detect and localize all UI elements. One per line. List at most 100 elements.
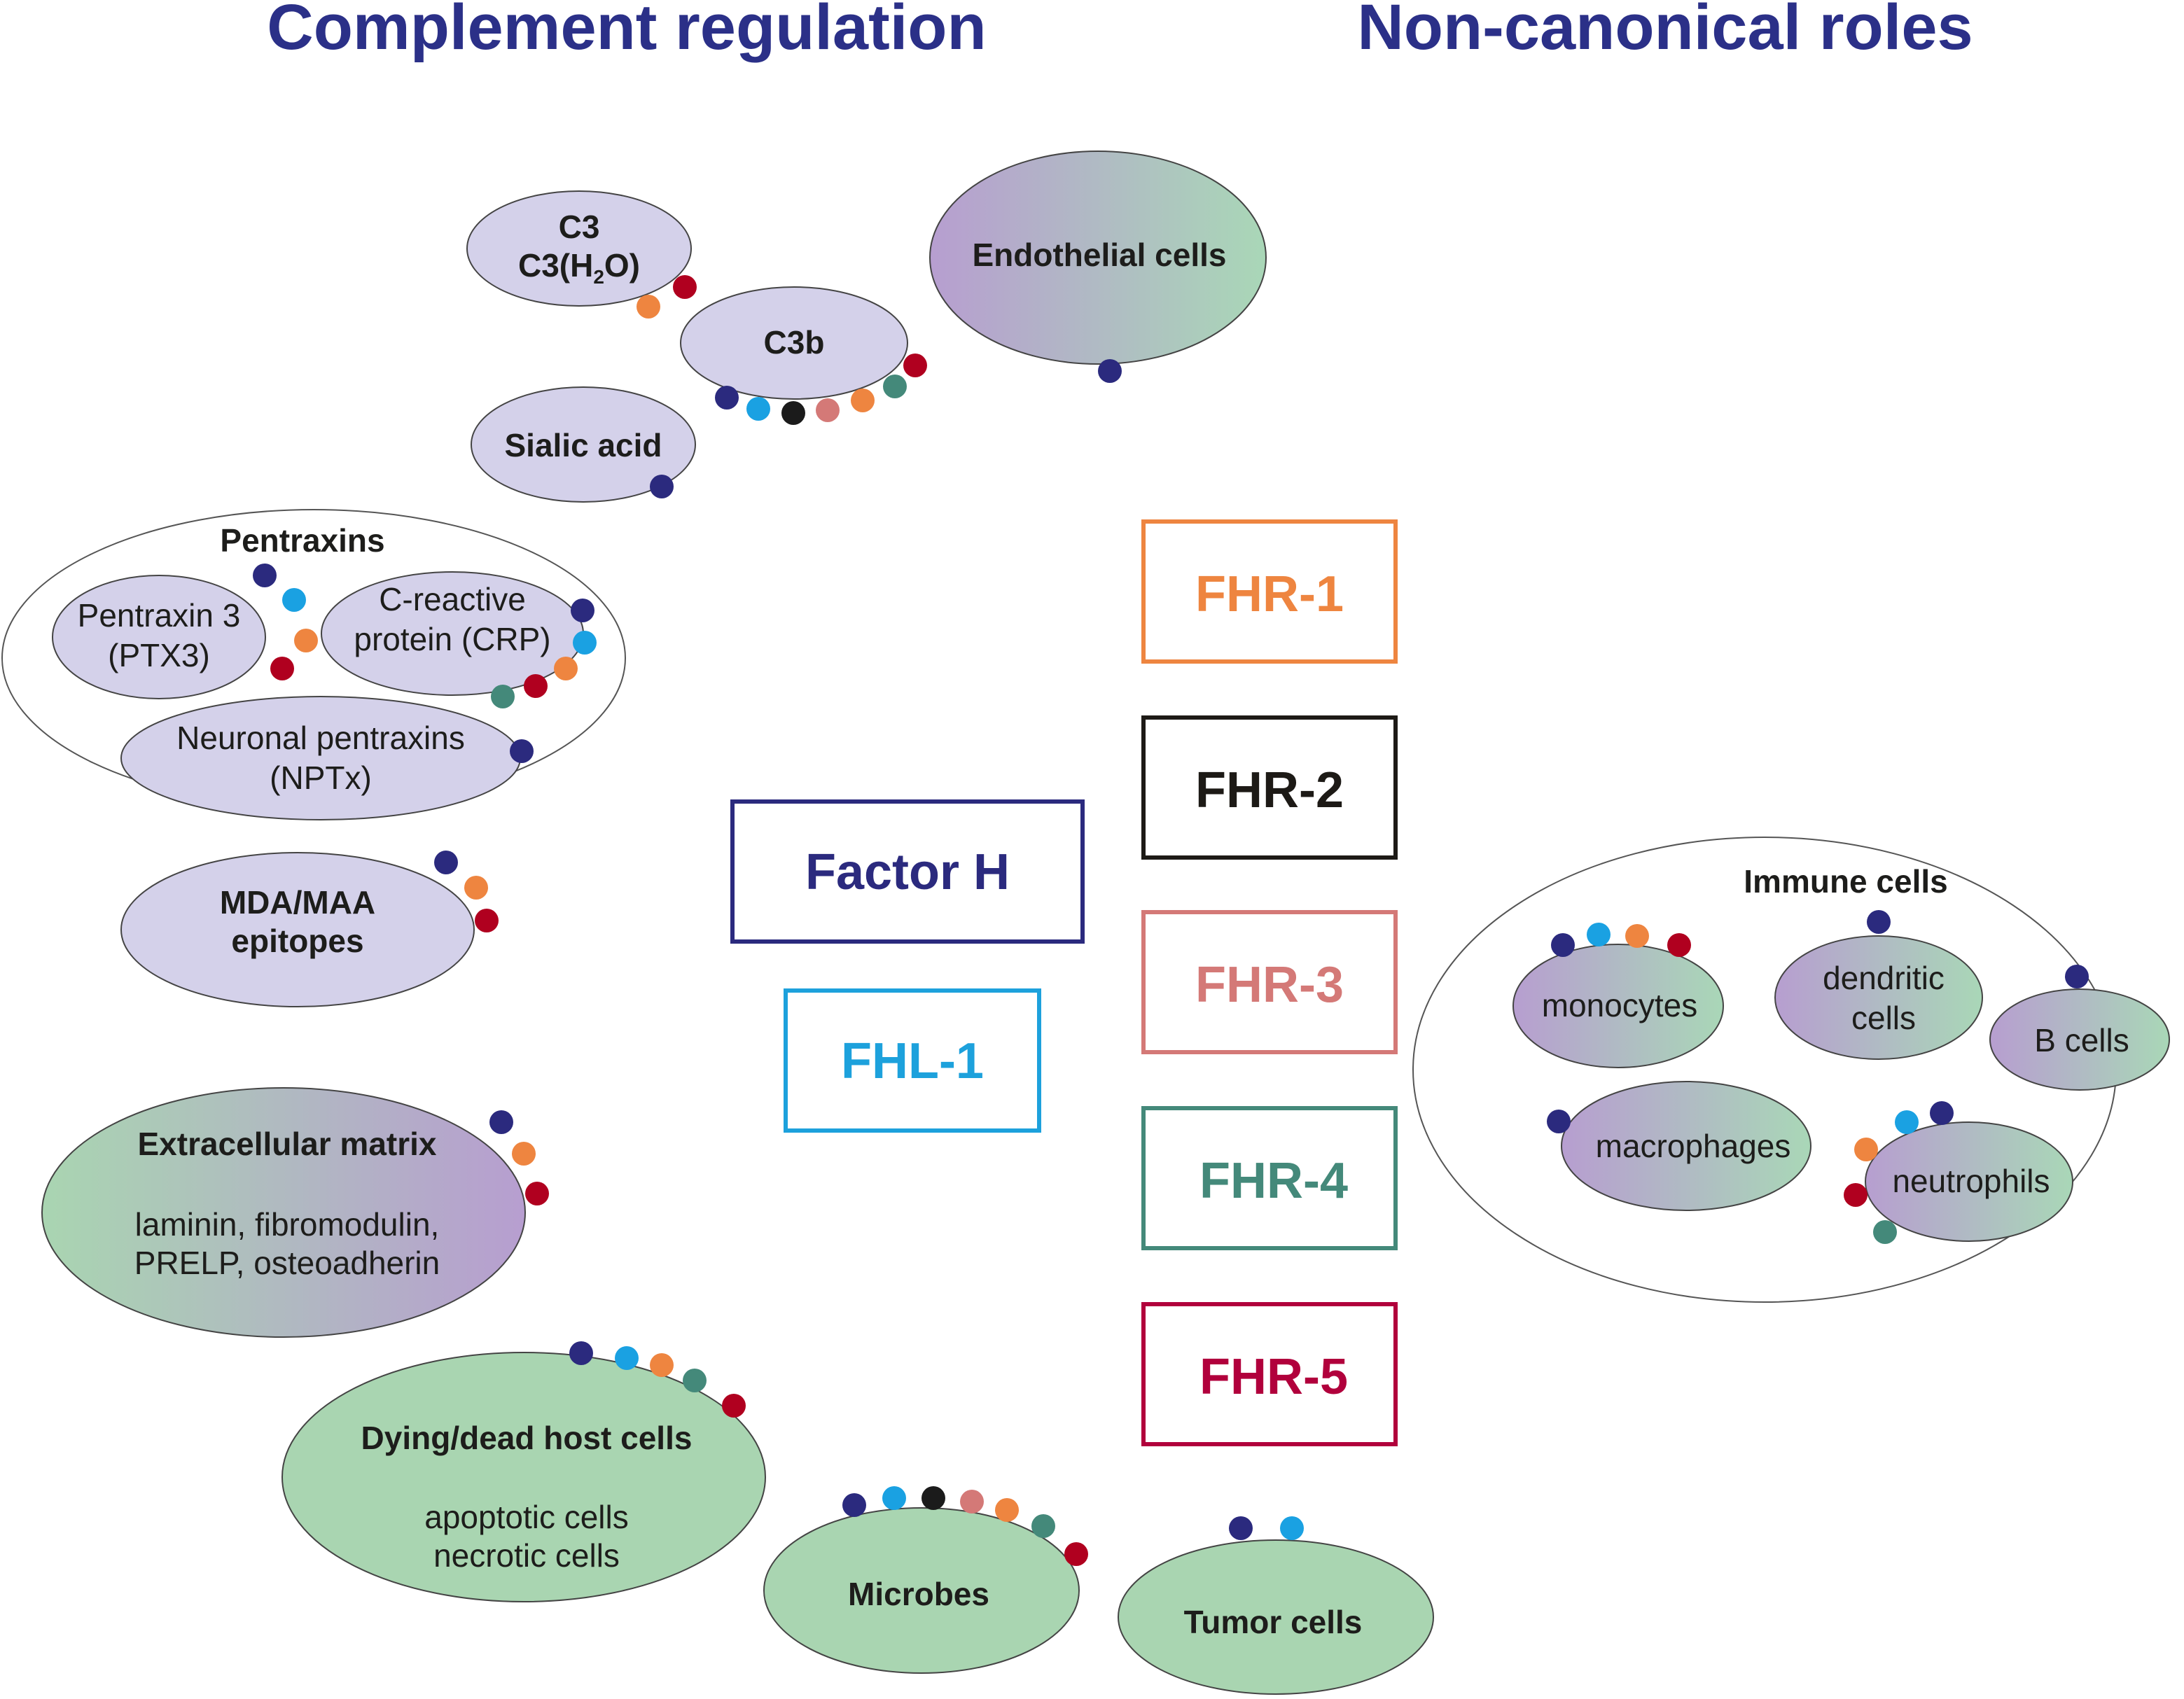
immune-cells-title: Immune cells: [1744, 863, 1947, 900]
fhr4-box: FHR-4: [1141, 1106, 1398, 1250]
ecm-fhr1-binding-dot: [512, 1142, 536, 1166]
ptx3-label-1: Pentraxin 3: [78, 597, 241, 634]
neutrophils-fhr5-binding-dot: [1844, 1183, 1867, 1207]
ptx3-fhl1-binding-dot: [282, 588, 306, 612]
dying-fhl1-binding-dot: [615, 1346, 639, 1370]
microbes-node: Microbes: [763, 1507, 1080, 1674]
monocytes-fhr1-binding-dot: [1625, 924, 1649, 948]
b-cells-factor-h-binding-dot: [2065, 965, 2089, 988]
factor-h-label: Factor H: [805, 844, 1010, 900]
c3b-fhr5-binding-dot: [903, 354, 927, 377]
ecm-factor-h-binding-dot: [489, 1110, 513, 1134]
c3b-fhr4-binding-dot: [883, 375, 907, 398]
mda-maa-epitopes-node: MDA/MAA epitopes: [120, 852, 475, 1007]
microbes-fhl1-binding-dot: [882, 1486, 906, 1510]
crp-fhr4-binding-dot: [491, 685, 515, 708]
monocytes-fhr5-binding-dot: [1667, 933, 1691, 957]
c3-label: C3: [559, 209, 600, 245]
dying-title: Dying/dead host cells: [361, 1420, 693, 1456]
neutrophils-factor-h-binding-dot: [1930, 1101, 1954, 1125]
macrophages-node: [1561, 1081, 1811, 1211]
nptx-label-2: (NPTx): [270, 760, 372, 796]
monocytes-fhl1-binding-dot: [1587, 923, 1611, 946]
monocytes-label: monocytes: [1542, 987, 1697, 1023]
c3b-fhl1-binding-dot: [746, 397, 770, 421]
nptx-label-1: Neuronal pentraxins: [176, 720, 465, 756]
dying-fhr4-binding-dot: [683, 1369, 707, 1392]
c3b-factor-h-binding-dot: [715, 386, 739, 410]
endothelial-cells-node: Endothelial cells: [929, 151, 1267, 365]
c3-fhr5-binding-dot: [673, 275, 697, 299]
tumor-factor-h-binding-dot: [1229, 1516, 1253, 1540]
ptx3-fhr5-binding-dot: [270, 657, 294, 680]
pentraxins-title: Pentraxins: [220, 522, 384, 559]
microbes-fhr1-binding-dot: [995, 1498, 1019, 1522]
mda-maa-fhr5-binding-dot: [475, 909, 499, 932]
header-non-canonical-roles: Non-canonical roles: [1357, 0, 1973, 63]
endothelial-factor-h-binding-dot: [1098, 359, 1122, 383]
dendritic-label-2: cells: [1851, 1000, 1916, 1036]
dying-fhr1-binding-dot: [650, 1353, 674, 1377]
tumor-cells-label: Tumor cells: [1184, 1604, 1363, 1640]
c3b-label: C3b: [764, 324, 825, 361]
monocytes-node: [1512, 944, 1724, 1068]
monocytes-factor-h-binding-dot: [1551, 933, 1575, 957]
microbes-fhr3-binding-dot: [960, 1490, 984, 1513]
dendritic-cells-node: [1774, 935, 1983, 1060]
microbes-factor-h-binding-dot: [842, 1493, 866, 1517]
macrophages-label: macrophages: [1596, 1128, 1791, 1164]
neutrophils-label: neutrophils: [1892, 1163, 2050, 1199]
ecm-title: Extracellular matrix: [137, 1126, 436, 1162]
b-cells-node: [1989, 988, 2170, 1091]
neutrophils-fhl1-binding-dot: [1895, 1110, 1919, 1134]
c3b-fhr1-binding-dot: [851, 389, 875, 412]
sialic-acid-factor-h-binding-dot: [650, 475, 674, 498]
extracellular-matrix-node: Extracellular matrix laminin, fibromodul…: [41, 1087, 526, 1338]
tumor-cells-node: Tumor cells: [1118, 1539, 1434, 1695]
factor-h-box: Factor H: [730, 799, 1085, 944]
fhr3-label: FHR-3: [1195, 957, 1344, 1013]
dying-host-cells-node: Dying/dead host cells apoptotic cells ne…: [281, 1352, 766, 1602]
tumor-fhl1-binding-dot: [1280, 1516, 1304, 1540]
dying-line-2: necrotic cells: [433, 1537, 620, 1574]
crp-fhr1-binding-dot: [554, 657, 578, 680]
mda-maa-label-1: MDA/MAA: [220, 884, 375, 921]
mda-maa-fhr1-binding-dot: [464, 876, 488, 900]
microbes-fhr2-binding-dot: [921, 1486, 945, 1510]
pentraxins-group: Pentraxins Pentraxin 3 (PTX3) C-reactive…: [1, 509, 626, 820]
c3-node: C3 C3(H2O): [466, 190, 692, 307]
c3b-fhr2-binding-dot: [781, 401, 805, 425]
header-complement-regulation: Complement regulation: [267, 0, 986, 63]
microbes-fhr5-binding-dot: [1064, 1542, 1088, 1566]
fhr2-box: FHR-2: [1141, 715, 1398, 860]
crp-factor-h-binding-dot: [571, 599, 594, 622]
crp-fhr5-binding-dot: [524, 674, 548, 698]
fhl1-label: FHL-1: [841, 1033, 984, 1089]
binding-dots: [253, 275, 2089, 1566]
neutrophils-node: [1865, 1121, 2073, 1242]
mda-maa-label-2: epitopes: [231, 923, 363, 959]
nptx-factor-h-binding-dot: [510, 739, 534, 763]
fhr5-label: FHR-5: [1199, 1349, 1348, 1405]
fhr3-box: FHR-3: [1141, 910, 1398, 1054]
nptx-node: [120, 696, 521, 820]
fhr1-box: FHR-1: [1141, 519, 1398, 664]
ecm-fhr5-binding-dot: [525, 1182, 549, 1205]
sialic-acid-node: Sialic acid: [471, 386, 696, 503]
ecm-line-2: PRELP, osteoadherin: [134, 1245, 440, 1281]
microbes-label: Microbes: [848, 1576, 989, 1612]
fhr2-label: FHR-2: [1195, 762, 1344, 818]
ptx3-fhr1-binding-dot: [294, 629, 318, 652]
sialic-acid-label: Sialic acid: [504, 427, 662, 463]
dendritic-label-1: dendritic: [1823, 960, 1945, 996]
immune-cells-group: Immune cells monocytes dendritic cells B…: [1412, 837, 2170, 1303]
ptx3-node: [52, 575, 266, 699]
crp-fhl1-binding-dot: [573, 631, 597, 655]
ptx3-label-2: (PTX3): [108, 637, 210, 673]
macrophages-factor-h-binding-dot: [1547, 1110, 1571, 1133]
crp-label-1: C-reactive: [379, 581, 526, 617]
dying-factor-h-binding-dot: [569, 1341, 593, 1365]
mda-maa-factor-h-binding-dot: [434, 851, 458, 874]
neutrophils-fhr1-binding-dot: [1854, 1138, 1878, 1161]
crp-label-2: protein (CRP): [354, 621, 550, 657]
